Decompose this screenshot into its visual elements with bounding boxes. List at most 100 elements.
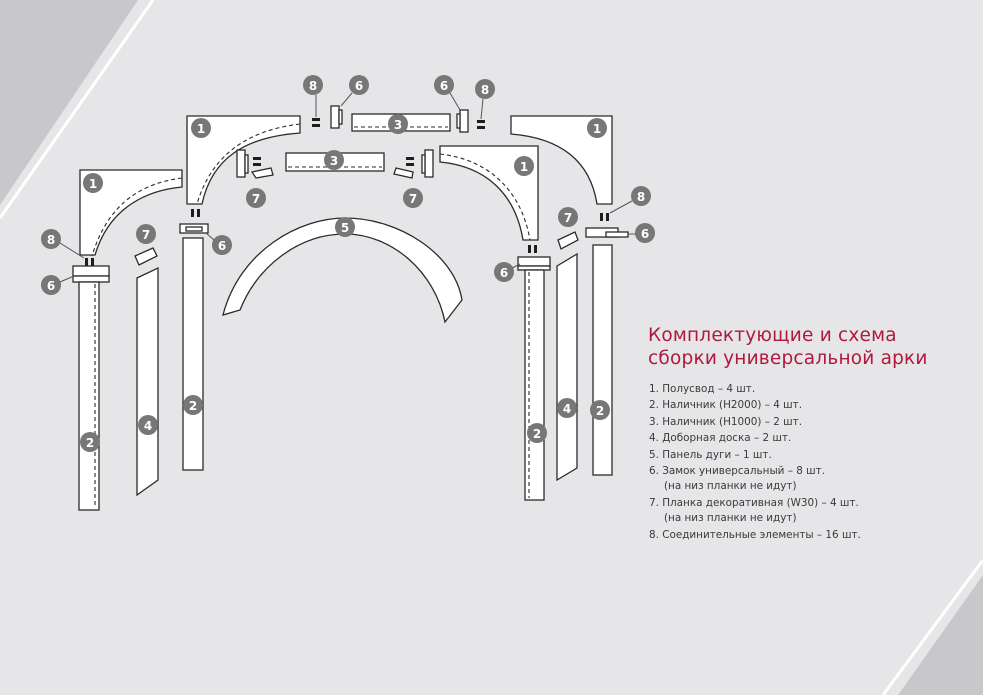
badge-1-left-outer: 1 [83,173,103,193]
half-arch-left-inner [186,115,301,205]
legend-item-7: 7. Планка декоративная (W30) – 4 шт.(на … [649,496,969,527]
corner-shape-bottom-right [898,575,983,695]
badge-8-top-left: 8 [303,75,323,95]
connector-top-left-a [253,157,261,160]
lock-left-outer-lip [72,275,110,283]
scheme-title-line-2: сборки универсальной арки [648,348,928,369]
badge-3-upper: 3 [388,114,408,134]
legend-item-3: 3. Наличник (Н1000) – 2 шт. [649,415,969,430]
badge-6-left-outer: 6 [41,275,61,295]
badge-2-right-outer-label: 2 [596,404,604,418]
legend-item-8-text: 8. Соединительные элементы – 16 шт. [649,528,861,541]
lock-top-upper-left [330,105,340,129]
stripe-top-left [0,0,155,219]
legend-item-1: 1. Полусвод – 4 шт. [649,382,969,397]
legend-item-2-text: 2. Наличник (Н2000) – 4 шт. [649,399,802,412]
badge-8-left-label: 8 [47,233,55,247]
connector-right-inner-1 [528,245,531,253]
badge-1-right-inner-label: 1 [520,160,528,174]
badge-8-top-right: 8 [475,79,495,99]
badge-7-top-left-label: 7 [252,192,260,206]
lock-top-upper-right [459,109,469,133]
connector-left-outer-1 [85,258,88,266]
leader-6-left-outer [59,275,75,283]
connector-top-upper-left-b [312,124,320,127]
half-arch-right-inner [439,145,539,241]
arch-panel [222,217,463,324]
badge-1-right-outer: 1 [587,118,607,138]
badge-2-right-inner-label: 2 [533,427,541,441]
legend-item-6-text: 6. Замок универсальный – 8 шт. [649,465,826,478]
badge-6-top-right-label: 6 [440,79,448,93]
badge-2-right-inner: 2 [527,423,547,443]
badge-6-top-left: 6 [349,75,369,95]
badge-1-right-outer-label: 1 [593,122,601,136]
extension-board-left [136,266,159,497]
badge-7-top-right: 7 [403,188,423,208]
casing-right-outer [592,244,613,476]
lock-right-outer-lip [605,231,629,238]
connector-top-left-b [253,163,261,166]
leader-6-top-right [449,92,461,111]
half-arch-left-inner-seam [196,123,301,205]
stripe-bottom-right [881,559,983,695]
legend-item-1-text: 1. Полусвод – 4 шт. [649,383,756,395]
badge-6-right-inner: 6 [494,262,514,282]
badge-4-right-label: 4 [563,402,571,416]
deco-strip-left [134,247,158,266]
lock-left-inner-lip [185,226,203,232]
badges: 1 1 1 1 2 2 2 2 3 3 4 4 5 6 6 6 6 6 [41,75,655,452]
leader-6-left-inner [205,232,215,241]
badge-5-label: 5 [341,221,349,235]
leader-6-top-left [340,92,353,107]
connector-top-upper-left-a [312,118,320,121]
badge-8-top-right-label: 8 [481,83,489,97]
leader-8-top-right [480,98,484,120]
badge-2-left-inner: 2 [183,395,203,415]
badge-7-top-left: 7 [246,188,266,208]
scheme-title: Комплектующие и схема сборки универсальн… [648,324,978,370]
deco-strip-top-left [250,167,274,179]
lock-top-upper-right-lip [456,113,461,129]
badge-1-left-inner-label: 1 [197,122,205,136]
lock-right-inner [517,256,551,267]
badge-6-left-inner: 6 [212,235,232,255]
badge-6-right-outer: 6 [635,223,655,243]
legend-item-5: 5. Панель дуги – 1 шт. [649,448,969,463]
connector-left-inner-1 [191,209,194,217]
badge-4-left: 4 [138,415,158,435]
badge-7-right: 7 [558,207,578,227]
badge-2-right-outer: 2 [590,400,610,420]
lock-top-right-small [424,149,434,178]
badge-3-lower-label: 3 [330,154,338,168]
half-arch-right-inner-seam [439,153,531,241]
connector-right-inner-2 [534,245,537,253]
lock-top-left-small-lip [244,154,249,174]
badge-6-right-inner-label: 6 [500,266,508,280]
deco-strip-top-right [393,167,414,179]
legend-item-4-text: 4. Доборная доска – 2 шт. [649,432,792,445]
connector-left-inner-2 [197,209,200,217]
badge-8-left: 8 [41,229,61,249]
badge-2-left-outer-label: 2 [86,436,94,450]
parts-legend: 1. Полусвод – 4 шт. 2. Наличник (Н2000) … [649,382,969,543]
badge-6-right-outer-label: 6 [641,227,649,241]
badge-7-top-right-label: 7 [409,192,417,206]
badge-3-upper-label: 3 [394,118,402,132]
corner-shape-top-left [0,0,138,205]
lock-top-upper-left-lip [338,109,343,125]
legend-item-4: 4. Доборная доска – 2 шт. [649,431,969,446]
badge-6-left-inner-label: 6 [218,239,226,253]
connector-top-upper-right-b [477,126,485,129]
badge-5: 5 [335,217,355,237]
connector-top-right-b [406,163,414,166]
legend-item-6: 6. Замок универсальный – 8 шт.(на низ пл… [649,464,969,495]
casing-right-inner [524,269,545,501]
badge-1-left-inner: 1 [191,118,211,138]
half-arch-right-outer [510,115,613,205]
leader-8-left [59,242,85,259]
badge-1-right-inner: 1 [514,156,534,176]
badge-8-right-label: 8 [637,190,645,204]
badge-2-left-inner-label: 2 [189,399,197,413]
